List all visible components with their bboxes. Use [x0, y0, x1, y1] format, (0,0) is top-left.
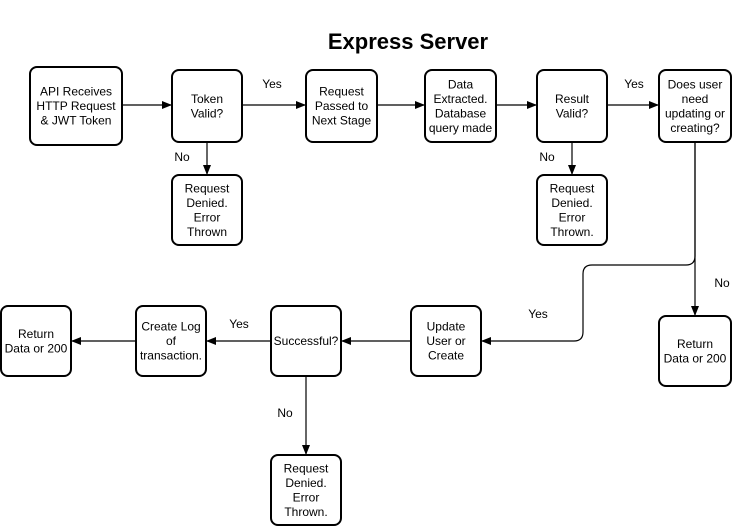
node-text-line: transaction. — [140, 349, 202, 363]
node-text-line: updating or — [665, 106, 725, 120]
node-text-line: Valid? — [556, 106, 589, 120]
node-text-line: Result — [555, 92, 590, 106]
node-box-create-log — [135, 305, 207, 377]
node-text-line: Database — [435, 106, 487, 120]
node-box-return-right — [658, 315, 732, 387]
edge-label-token-to-denied: No — [174, 150, 190, 164]
node-text-line: Request — [284, 461, 329, 475]
node-text-line: HTTP Request — [36, 99, 116, 113]
node-text-line: Return — [18, 327, 54, 341]
node-text-line: Error — [194, 210, 221, 224]
node-text-line: Thrown — [187, 225, 227, 239]
node-text-line: Passed to — [315, 99, 369, 113]
node-text-line: Thrown. — [550, 225, 593, 239]
node-text-line: need — [682, 92, 709, 106]
node-box-request-denied-1 — [171, 174, 243, 246]
node-text-line: Denied. — [551, 196, 592, 210]
node-box-successful — [270, 305, 342, 377]
node-text-line: query made — [429, 121, 493, 135]
node-box-does-user-need — [658, 69, 732, 143]
node-text-line: Valid? — [191, 106, 224, 120]
node-text-line: & JWT Token — [41, 114, 112, 128]
node-text-line: Return — [677, 337, 713, 351]
edge-label-does-to-update: Yes — [528, 307, 548, 321]
node-text-line: Does user — [668, 77, 723, 91]
node-box-update-user — [410, 305, 482, 377]
node-text-line: Extracted. — [433, 92, 487, 106]
node-text-line: Data — [448, 77, 474, 91]
node-box-api-receives — [29, 66, 123, 146]
node-text-line: Thrown. — [284, 505, 327, 519]
node-text-line: Error — [293, 490, 320, 504]
node-text-line: of — [166, 334, 177, 348]
node-text-line: Denied. — [186, 196, 227, 210]
node-successful: Successful? — [270, 305, 342, 377]
node-text-line: Token — [191, 92, 223, 106]
node-text-line: creating? — [670, 121, 720, 135]
node-text-line: API Receives — [40, 85, 112, 99]
node-text-line: Request — [185, 181, 230, 195]
node-text-line: Data or 200 — [664, 351, 727, 365]
edge-label-result-to-denied: No — [539, 150, 555, 164]
edge-label-does-to-return: No — [714, 276, 730, 290]
edge-label-result-to-does: Yes — [624, 77, 644, 91]
node-text-line: Denied. — [285, 476, 326, 490]
node-text-line: Next Stage — [312, 114, 372, 128]
node-text-line: Update — [427, 320, 466, 334]
node-text-line: User or — [426, 334, 465, 348]
node-text-line: Create — [428, 349, 464, 363]
node-text-line: Data or 200 — [5, 341, 68, 355]
node-box-result-valid — [536, 69, 608, 143]
node-box-request-denied-2 — [536, 174, 608, 246]
node-box-request-denied-3 — [270, 454, 342, 526]
node-box-token-valid — [171, 69, 243, 143]
diagram-title: Express Server — [328, 29, 489, 54]
node-box-request-passed — [305, 69, 378, 143]
node-text-line: Request — [319, 85, 364, 99]
edge-label-token-to-passed: Yes — [262, 77, 282, 91]
node-text-line: Error — [559, 210, 586, 224]
node-box-data-extracted — [424, 69, 497, 143]
node-box-return-left — [0, 305, 72, 377]
node-text-line: Successful? — [274, 334, 339, 348]
node-text-line: Request — [550, 181, 595, 195]
edge-label-successful-to-denied: No — [277, 406, 293, 420]
edge-label-successful-to-log: Yes — [229, 317, 249, 331]
edge-does-to-update — [481, 142, 696, 345]
node-text-line: Create Log — [141, 320, 200, 334]
